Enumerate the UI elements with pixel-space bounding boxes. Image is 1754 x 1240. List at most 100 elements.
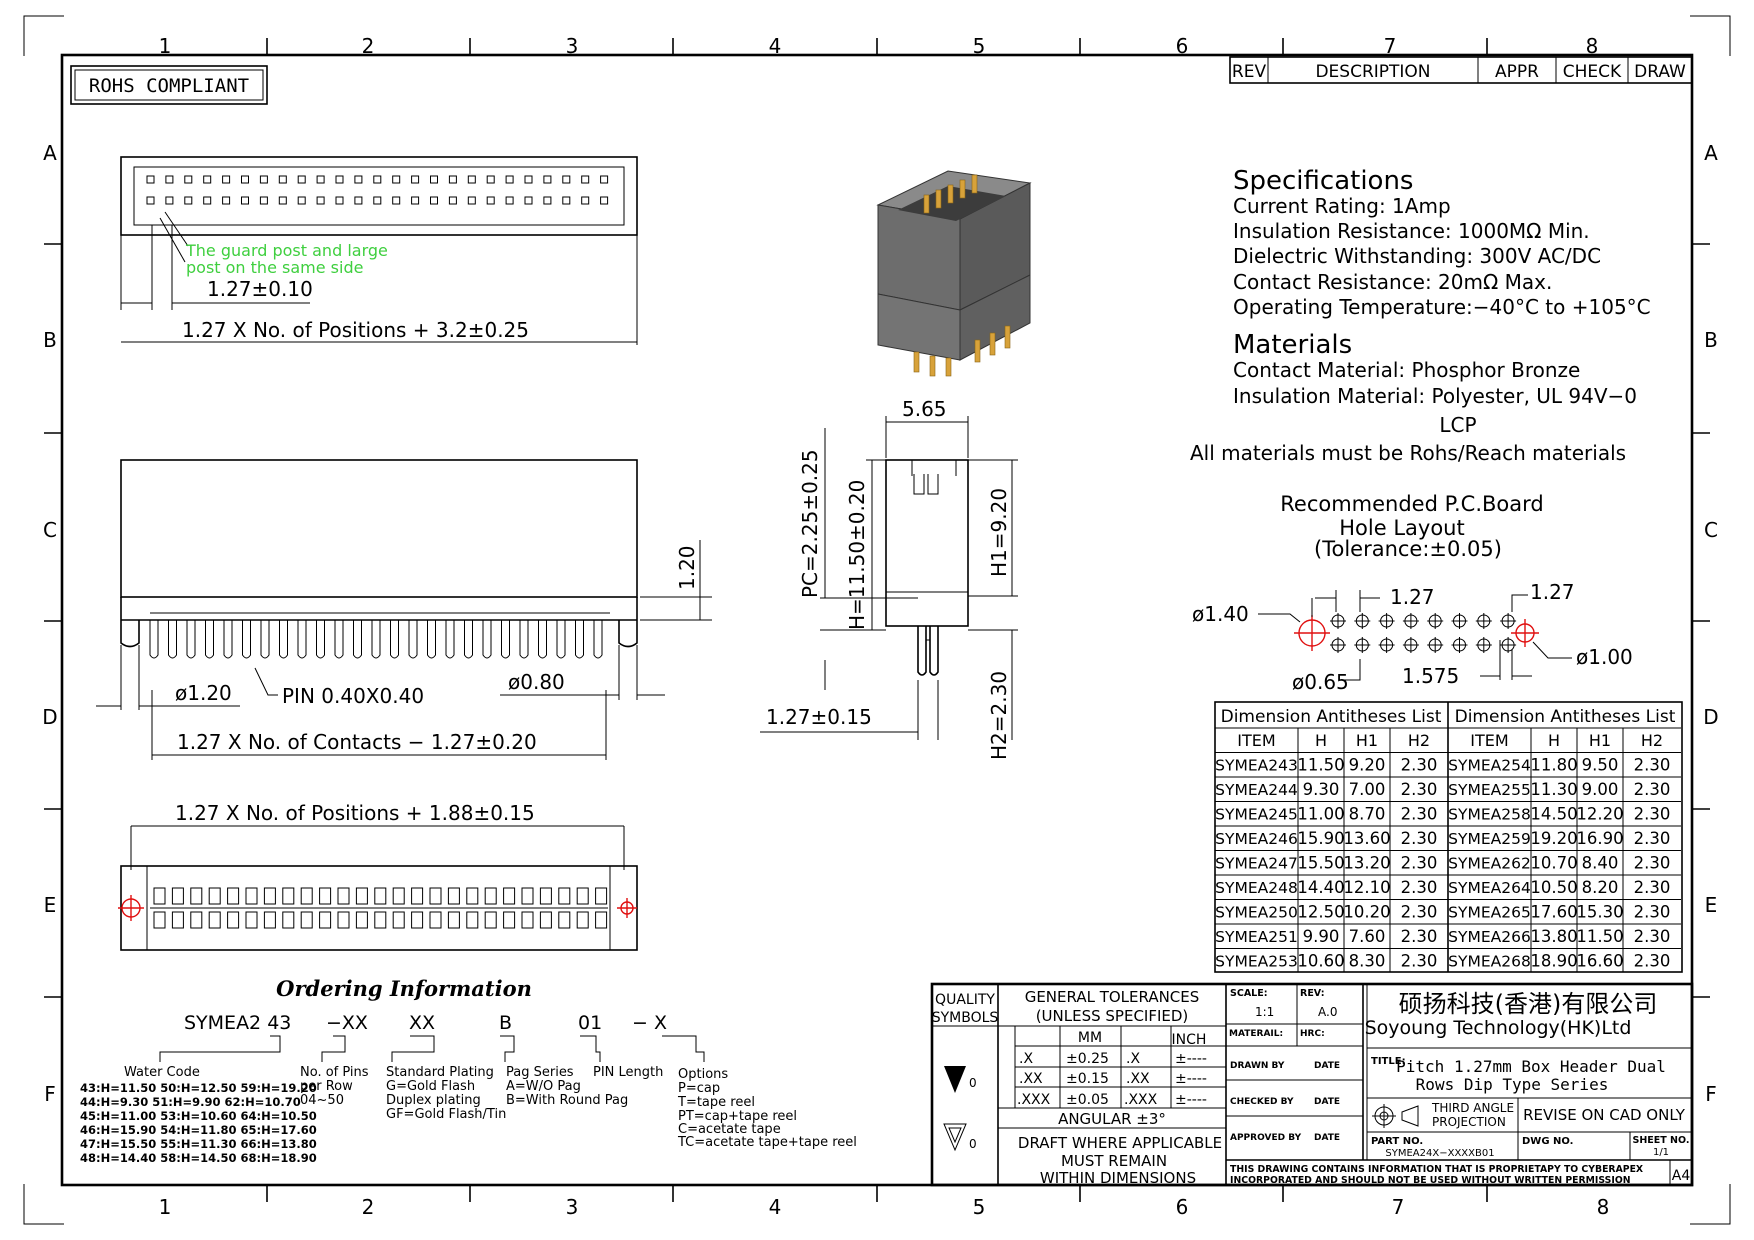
- side-pin: [353, 620, 362, 659]
- side-pin: [556, 620, 566, 659]
- side-dim-post: ø0.80: [508, 670, 565, 694]
- dim-table-cell: 9.50: [1582, 756, 1619, 775]
- top-pin-square: [448, 196, 457, 205]
- dwg-no-label: DWG NO.: [1522, 1136, 1573, 1147]
- pcb-dim-small-hole: ø1.00: [1576, 645, 1633, 669]
- side-pin: [538, 620, 547, 659]
- dim-table-cell: 12.50: [1297, 903, 1344, 922]
- side-pin: [242, 620, 251, 659]
- dim-table-cell: 16.90: [1576, 829, 1623, 848]
- top-pin-square: [222, 175, 231, 184]
- dim-table-cell: 9.90: [1303, 927, 1340, 946]
- dim-table-cell: 18.90: [1530, 952, 1577, 971]
- company-name-en: Soyoung Technology(HK)Ltd: [1365, 1017, 1632, 1039]
- dim-table-cell: 14.40: [1297, 878, 1344, 897]
- top-pin-square: [562, 175, 571, 184]
- tol-row-2-in-val: ±----: [1175, 1071, 1207, 1087]
- dim-table-cell: SYMEA253: [1215, 953, 1298, 971]
- dim-table-cell: 11.80: [1530, 756, 1577, 775]
- zone-col-3: 3: [566, 34, 579, 58]
- bottom-dim-length: 1.27 X No. of Positions + 1.88±0.15: [175, 801, 535, 825]
- dim-table-cell: 9.30: [1303, 780, 1340, 799]
- dim-table-cell: 10.50: [1530, 878, 1577, 897]
- zone-col-5-bottom: 5: [973, 1195, 986, 1219]
- dim-table-cell: 8.30: [1349, 952, 1386, 971]
- dim-table-cell: 11.30: [1530, 780, 1577, 799]
- water-code-line-4: 46:H=15.90 54:H=11.80 65:H=17.60: [80, 1123, 317, 1137]
- bottom-contact-lower: [558, 911, 571, 929]
- bottom-contact-lower: [227, 911, 240, 929]
- dim-table-cell: SYMEA258: [1448, 806, 1531, 824]
- dim-table-cell: 2.30: [1401, 952, 1438, 971]
- ordering-information: Ordering Information SYMEA2 43 −XX XX B …: [80, 976, 857, 1165]
- water-code-line-5: 47:H=15.50 55:H=11.30 66:H=13.80: [80, 1137, 317, 1151]
- dim-table-cell: 2.30: [1401, 805, 1438, 824]
- tol-row-3-mm-val: ±0.05: [1066, 1092, 1109, 1108]
- bottom-contact-lower: [355, 911, 368, 929]
- side-pin: [593, 620, 603, 659]
- checked-by-label: CHECKED BY: [1230, 1097, 1294, 1107]
- dim-table-cell: 2.30: [1634, 756, 1671, 775]
- bottom-contact-lower: [595, 911, 608, 929]
- bottom-contact-lower: [245, 911, 258, 929]
- tol-row-3-mm-key: .XXX: [1017, 1092, 1051, 1108]
- zone-col-1: 1: [159, 34, 172, 58]
- tolerance-title-1: GENERAL TOLERANCES: [1025, 988, 1200, 1006]
- dim-table-cell: 8.70: [1349, 805, 1386, 824]
- side-pin: [371, 620, 381, 659]
- dim-table-cell: 8.40: [1582, 854, 1619, 873]
- zone-col-4-bottom: 4: [769, 1195, 782, 1219]
- top-pin-square: [524, 196, 533, 205]
- specifications-block: Specifications Current Rating: 1Amp Insu…: [1190, 166, 1651, 465]
- top-pin-square: [600, 196, 609, 205]
- top-pin-square: [146, 196, 155, 205]
- top-pin-square: [467, 196, 476, 205]
- zone-row-d-right: D: [1703, 705, 1718, 729]
- zone-col-4: 4: [769, 34, 782, 58]
- paper-size: A4: [1672, 1168, 1691, 1184]
- rohs-badge: ROHS COMPLIANT: [70, 65, 268, 105]
- dim-table-cell: SYMEA265: [1448, 904, 1531, 922]
- top-pin-square: [543, 196, 552, 205]
- dim-table-header-left: ITEM: [1237, 731, 1275, 750]
- projection-label-1: THIRD ANGLE: [1431, 1101, 1514, 1115]
- bottom-contact-lower: [521, 911, 534, 929]
- dim-table-cell: SYMEA262: [1448, 855, 1531, 873]
- side-pin: [464, 620, 473, 659]
- connector-3d-render: [876, 170, 1032, 377]
- end-dim-width: 5.65: [902, 397, 947, 421]
- bottom-contact-upper: [171, 887, 184, 905]
- top-pin-square: [354, 175, 363, 184]
- guard-note-line-2: post on the same side: [186, 258, 363, 277]
- scale-value: 1:1: [1255, 1005, 1274, 1019]
- zone-col-1-bottom: 1: [159, 1195, 172, 1219]
- top-pin-square: [184, 196, 193, 205]
- tol-row-1-mm-val: ±0.25: [1066, 1051, 1109, 1067]
- dim-table-cell: 2.30: [1401, 878, 1438, 897]
- dim-table-cell: 2.30: [1634, 903, 1671, 922]
- side-pin: [168, 620, 177, 659]
- appr-header: APPR: [1495, 62, 1539, 82]
- dim-table-cell: SYMEA255: [1448, 781, 1531, 799]
- top-pin-square: [259, 175, 268, 184]
- zone-row-e-right: E: [1705, 893, 1718, 917]
- sheet-no-label: SHEET NO.: [1633, 1135, 1690, 1146]
- top-pin-square: [184, 175, 193, 184]
- pcb-dim-row: 1.27: [1530, 580, 1575, 604]
- top-pin-square: [354, 196, 363, 205]
- pcb-dim-hole: ø0.65: [1292, 670, 1349, 694]
- dim-table-cell: 10.70: [1530, 854, 1577, 873]
- plating-line-3: Duplex plating: [386, 1093, 481, 1108]
- guard-note-line-1: The guard post and large: [185, 241, 388, 260]
- top-pin-square: [278, 175, 287, 184]
- side-dim-contacts: 1.27 X No. of Contacts − 1.27±0.20: [177, 730, 537, 754]
- top-dim-length: 1.27 X No. of Positions + 3.2±0.25: [182, 318, 529, 342]
- dim-table-cell: SYMEA266: [1448, 928, 1531, 946]
- dim-table-cell: 15.30: [1576, 903, 1623, 922]
- bottom-contact-upper: [484, 887, 497, 905]
- top-pin-square: [392, 175, 401, 184]
- dim-table-cell: SYMEA264: [1448, 879, 1531, 897]
- draft-note-2: MUST REMAIN: [1061, 1152, 1167, 1170]
- side-dim-pin-dia: ø1.20: [175, 681, 232, 705]
- bottom-contact-upper: [447, 887, 460, 905]
